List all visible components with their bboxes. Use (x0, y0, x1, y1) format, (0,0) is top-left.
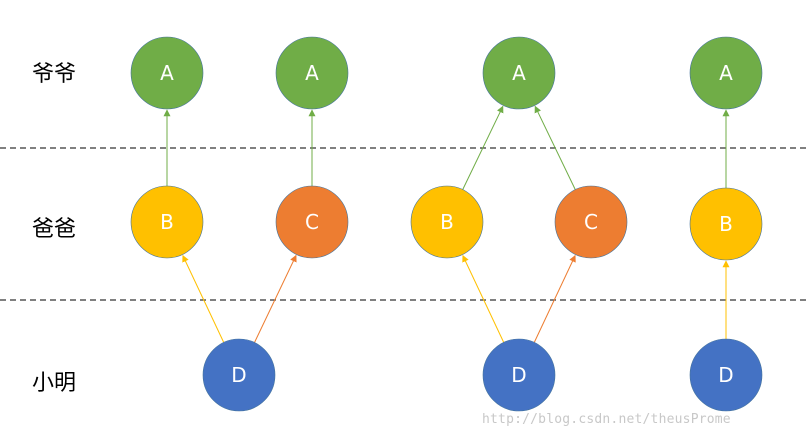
edge-c2-to-a3 (534, 105, 576, 190)
edge-d2-to-b2 (462, 254, 505, 343)
node-circle (202, 338, 276, 412)
node-d1: D (202, 338, 276, 412)
node-circle (689, 36, 763, 110)
node-circle (554, 185, 628, 259)
node-label: B (160, 210, 174, 234)
edge-d2-to-c2 (533, 254, 576, 343)
watermark-text: http://blog.csdn.net/theusProme (482, 412, 731, 427)
node-label: C (584, 210, 598, 234)
node-circle (689, 338, 763, 412)
node-circle (410, 185, 484, 259)
edges-layer (163, 105, 730, 343)
node-circle (130, 36, 204, 110)
nodes-layer: A A A A B C B C B D D D (130, 36, 763, 412)
node-a4: A (689, 36, 763, 110)
node-d3: D (689, 338, 763, 412)
node-label: D (511, 363, 526, 387)
node-label: A (160, 61, 174, 85)
node-label: A (719, 61, 733, 85)
node-c1: C (275, 185, 349, 259)
edge-d1-to-b1 (182, 254, 225, 343)
node-label: A (305, 61, 319, 85)
node-a3: A (482, 36, 556, 110)
node-a1: A (130, 36, 204, 110)
node-a2: A (275, 36, 349, 110)
edge-b2-to-a3 (462, 105, 504, 190)
row-label-grandpa: 爷爷 (32, 62, 76, 87)
node-label: C (305, 210, 319, 234)
node-d2: D (482, 338, 556, 412)
node-label: D (231, 363, 246, 387)
node-circle (130, 185, 204, 259)
node-b3: B (689, 187, 763, 261)
node-circle (275, 36, 349, 110)
node-c2: C (554, 185, 628, 259)
node-circle (482, 36, 556, 110)
node-label: B (719, 212, 733, 236)
node-label: D (718, 363, 733, 387)
node-label: A (512, 61, 526, 85)
node-b2: B (410, 185, 484, 259)
edge-d1-to-c1 (254, 254, 297, 343)
node-circle (689, 187, 763, 261)
node-label: B (440, 210, 454, 234)
node-b1: B (130, 185, 204, 259)
row-label-xiaoming: 小明 (32, 371, 76, 396)
node-circle (275, 185, 349, 259)
node-circle (482, 338, 556, 412)
row-label-dad: 爸爸 (32, 217, 76, 242)
